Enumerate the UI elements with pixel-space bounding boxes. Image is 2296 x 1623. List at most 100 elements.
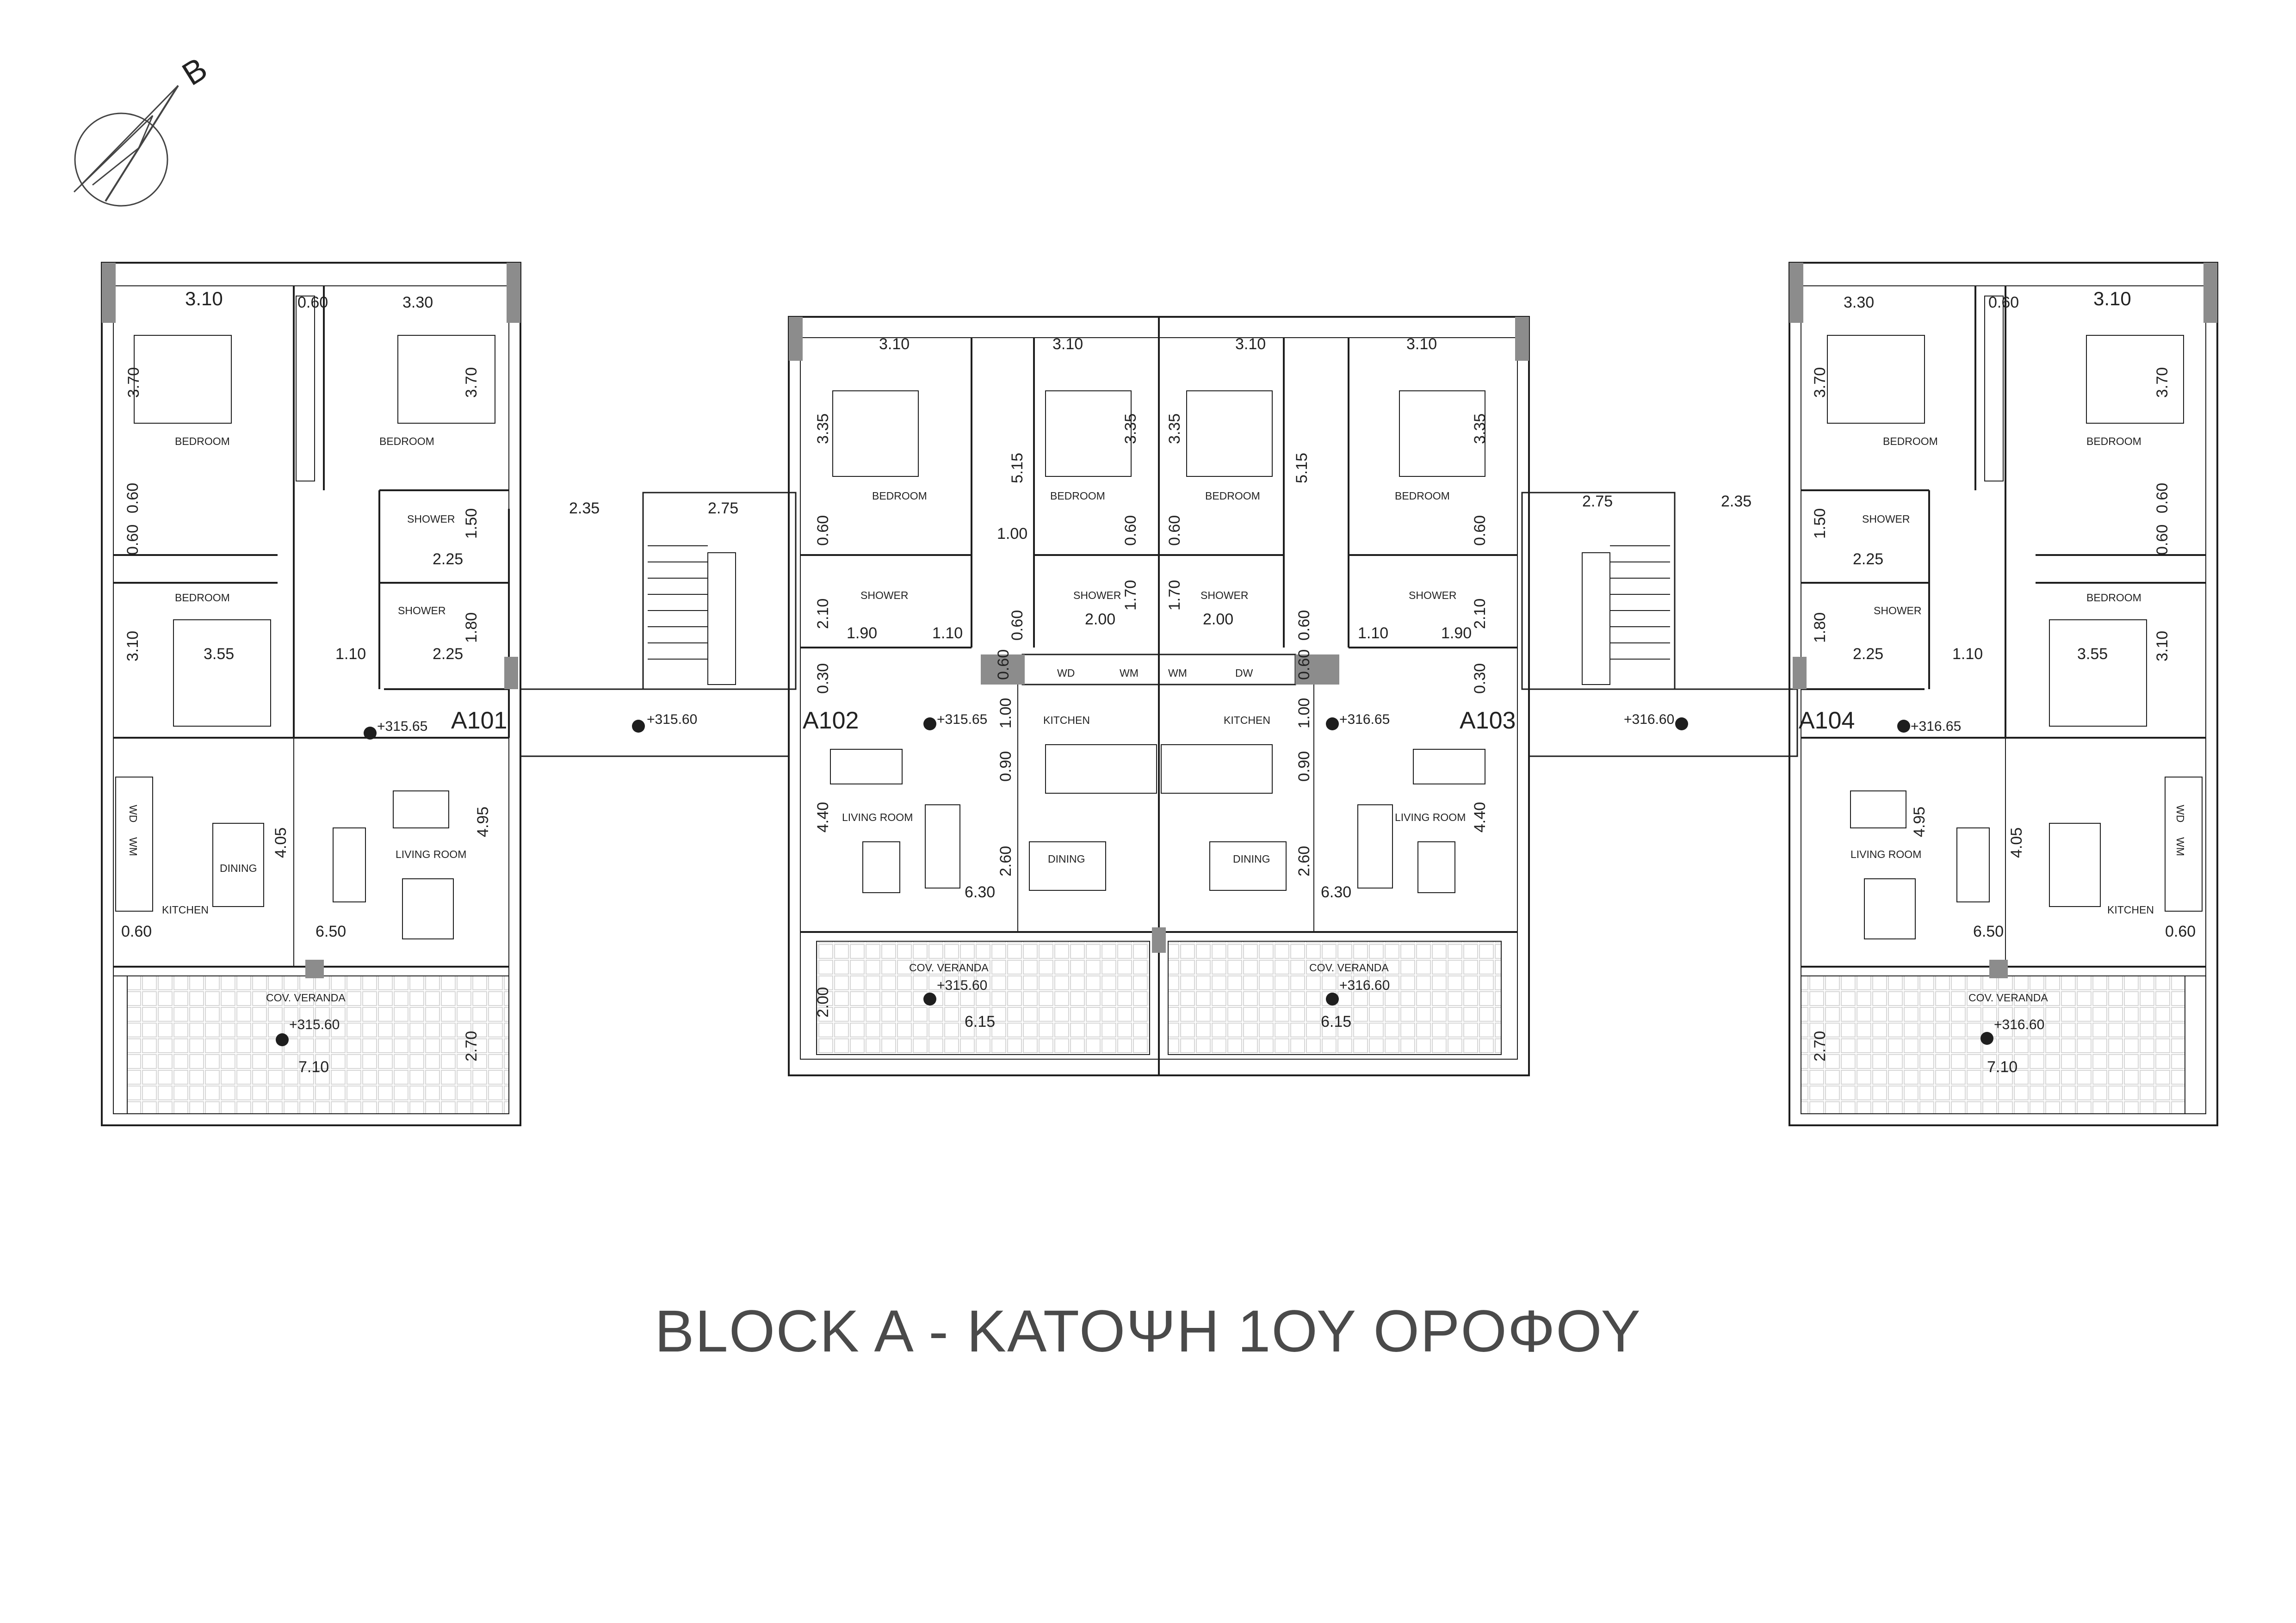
dim: 2.10 [814,599,832,629]
room-label: WD [127,805,139,822]
dim: 0.60 [814,515,832,546]
dim: 6.30 [965,883,995,901]
level-label: +315.65 [937,712,987,727]
dim: 3.10 [185,288,223,309]
dim: 5.15 [1009,453,1026,483]
room-label: BEDROOM [175,435,230,447]
dim: 6.30 [1321,883,1351,901]
dim: 4.05 [2008,827,2025,858]
room-label: COV. VERANDA [909,962,989,974]
dim: 1.10 [335,645,366,663]
dim: 5.15 [1293,453,1311,483]
level-marker-icons [276,717,1993,1046]
dim: 3.10 [1052,335,1083,353]
unit-a102-labels: 3.10 3.10 3.35 5.15 3.35 BEDROOM BEDROOM… [803,335,1139,1031]
room-label: SHOWER [407,513,455,525]
dim: 1.90 [847,624,877,642]
room-label: KITCHEN [1043,714,1090,726]
room-label: LIVING ROOM [1850,848,1921,860]
dim: 2.75 [1582,493,1613,510]
dim: 7.10 [298,1058,329,1076]
room-label: KITCHEN [2107,904,2154,916]
dim: 3.55 [2077,645,2108,663]
level-label: +315.60 [647,712,697,727]
unit-a101-walls [102,263,520,978]
room-label: BEDROOM [2086,435,2141,447]
page-title: BLOCK A - ΚΑΤΟΨΗ 1ΟΥ ΟΡΟΦΟΥ [655,1298,1641,1364]
level-label: +315.65 [377,719,427,734]
dim: 1.80 [1811,612,1829,643]
dim: 4.40 [814,802,832,833]
dim: 4.05 [272,827,290,858]
north-arrow-icon: B [73,50,213,207]
room-label: LIVING ROOM [842,811,913,823]
level-label: +316.65 [1911,719,1961,734]
dim: 1.10 [1358,624,1388,642]
unit-a101-labels: 3.10 0.60 3.30 3.70 3.70 0.60 0.60 1.50 … [121,288,507,1076]
dim: 0.90 [1295,751,1313,782]
corridor-and-stairs [520,492,1798,757]
level-label: +316.65 [1339,712,1390,727]
room-label: SHOWER [1862,513,1910,525]
room-label: BEDROOM [175,592,230,604]
room-label: KITCHEN [162,904,209,916]
unit-name: A102 [803,707,859,734]
room-label: BEDROOM [872,490,927,502]
dim: 3.35 [1471,413,1489,444]
level-label: +316.60 [1339,978,1390,993]
dim: 6.15 [965,1013,995,1031]
dim: 0.60 [1988,294,2019,311]
dim: 0.60 [1166,515,1183,546]
dim: 0.60 [1009,610,1026,641]
dim: 2.35 [1721,493,1751,510]
dim: 1.50 [463,508,480,539]
unit-a104-plan [1789,262,2218,1126]
dim: 3.70 [463,367,480,398]
dim: 0.60 [1295,649,1313,680]
room-label: DINING [220,862,257,874]
dim: 6.50 [1973,923,2004,940]
room-label: BEDROOM [1883,435,1938,447]
unit-a104-labels: 3.30 0.60 3.10 3.70 3.70 BEDROOM BEDROOM… [1799,288,2196,1076]
dim: 3.10 [1406,335,1437,353]
dim: 4.95 [1911,807,1928,837]
room-label: BEDROOM [1050,490,1105,502]
room-label: COV. VERANDA [266,992,346,1004]
dim: 2.70 [463,1031,480,1061]
dim: 1.10 [932,624,963,642]
level-label: +315.60 [937,978,987,993]
dim: 3.30 [402,294,433,311]
dim: 2.00 [814,987,832,1018]
level-label: +316.60 [1624,712,1674,727]
dim: 3.10 [124,631,142,661]
appliance-label: DW [1235,667,1253,679]
dim: 0.90 [997,751,1015,782]
dim: 3.70 [125,367,142,398]
dim: 3.10 [1235,335,1266,353]
dim: 0.60 [121,923,152,940]
dim: 2.60 [997,846,1015,876]
level-label: +316.60 [1994,1017,2044,1032]
dim: 0.60 [2165,923,2196,940]
room-label: SHOWER [398,605,446,617]
dim: 3.35 [1122,413,1139,444]
dim: 4.95 [474,807,492,837]
dim: 1.80 [463,612,480,643]
dim: 2.75 [708,500,738,517]
dim: 2.00 [1085,611,1115,628]
room-label: BEDROOM [1205,490,1260,502]
dim: 6.15 [1321,1013,1351,1031]
dim: 1.70 [1122,580,1139,611]
unit-a103-labels: 3.10 3.10 3.35 5.15 3.35 BEDROOM BEDROOM… [1166,335,1516,1031]
dim: 2.60 [1295,846,1313,876]
dim: 0.60 [124,483,142,513]
room-label: WM [127,837,139,856]
unit-a102-a103-walls [789,317,1529,953]
dim: 2.10 [1471,599,1489,629]
dim: 1.70 [1166,580,1183,611]
dim: 6.50 [316,923,346,940]
dim: 3.55 [204,645,234,663]
room-label: KITCHEN [1224,714,1270,726]
dim: 1.50 [1811,508,1829,539]
